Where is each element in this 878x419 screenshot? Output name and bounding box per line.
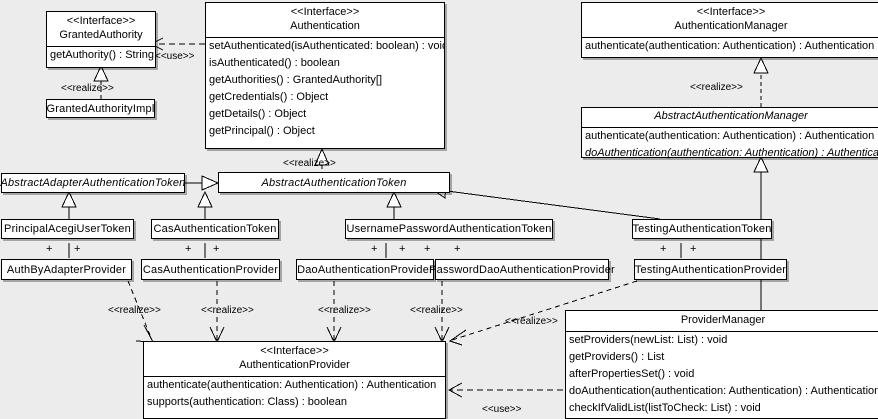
operation: getAuthorities() : GrantedAuthority[] (209, 74, 383, 86)
association-marker: + (213, 243, 220, 255)
operation: getAuthority() : String (50, 49, 154, 61)
stereotype-label: <<Interface>> (696, 6, 766, 18)
class-provider-manager[interactable]: ProviderManager setProviders(newList: Li… (565, 310, 878, 419)
compartment-separator (566, 331, 878, 332)
operation: getProviders() : List (569, 351, 665, 363)
class-name: TestingAuthenticationToken (632, 223, 772, 235)
stereotype-label: <<Interface>> (66, 15, 136, 27)
association-marker: + (690, 243, 697, 255)
operation: setAuthenticated(isAuthenticated: boolea… (209, 40, 444, 52)
label-realize-dao-authentication-provider: <<realize>> (318, 305, 371, 316)
operation: afterPropertiesSet() : void (569, 368, 695, 380)
label-realize-granted-authority-impl: <<realize>> (61, 83, 114, 94)
compartment-separator (582, 37, 878, 38)
class-name: TestingAuthenticationProvider (634, 263, 787, 276)
compartment-separator (47, 46, 155, 47)
stereotype-label: <<Interface>> (260, 345, 329, 357)
class-abstract-authentication-token[interactable]: AbstractAuthenticationToken (218, 172, 450, 193)
class-name: AbstractAuthenticationToken (261, 176, 407, 189)
class-name: GrantedAuthorityImpl (46, 102, 155, 115)
class-name: AuthByAdapterProvider (6, 263, 127, 276)
class-name: GrantedAuthority (59, 29, 143, 41)
class-name: DaoAuthenticationProvider (297, 263, 433, 276)
class-dao-authentication-provider[interactable]: DaoAuthenticationProvider (296, 259, 434, 280)
class-cas-authentication-provider[interactable]: CasAuthenticationProvider (141, 259, 280, 280)
class-granted-authority[interactable]: <<Interface>> GrantedAuthority getAuthor… (46, 11, 156, 68)
operation: authenticate(authentication: Authenticat… (147, 379, 437, 391)
association-marker: + (185, 243, 192, 255)
association-marker: + (399, 243, 406, 255)
operation: authenticate(authentication: Authenticat… (585, 40, 875, 52)
class-header: ProviderManager (566, 311, 878, 331)
class-name: AuthenticationProvider (239, 359, 350, 371)
operation: authenticate(authentication: Authenticat… (585, 130, 875, 142)
class-header: AbstractAuthenticationManager (582, 108, 878, 127)
label-realize-abstract-authentication-manager: <<realize>> (690, 82, 743, 93)
class-password-dao-authentication-provider[interactable]: PasswordDaoAuthenticationProvider (429, 259, 615, 280)
class-name: UsernamePasswordAuthenticationToken (346, 223, 552, 235)
class-name: AbstractAuthenticationManager (654, 110, 808, 122)
class-principal-acegi-user-token[interactable]: PrincipalAcegiUserToken (1, 219, 134, 239)
association-marker: + (46, 243, 53, 255)
label-realize-password-dao-authentication-provider: <<realize>> (410, 305, 463, 316)
label-realize-testing-authentication-provider: <<realize>> (505, 316, 558, 327)
class-username-password-authentication-token[interactable]: UsernamePasswordAuthenticationToken (345, 219, 553, 239)
class-name: CasAuthenticationProvider (142, 263, 279, 276)
operation: doAuthentication(authentication: Authent… (585, 147, 878, 159)
class-abstract-authentication-manager[interactable]: AbstractAuthenticationManager authentica… (581, 107, 878, 159)
label-realize-cas-authentication-provider: <<realize>> (201, 305, 254, 316)
class-header: <<Interface>> Authentication (206, 3, 444, 37)
class-name: ProviderManager (680, 314, 766, 326)
stereotype-label: <<Interface>> (290, 6, 360, 18)
label-realize-auth-by-adapter-provider: <<realize>> (108, 305, 161, 316)
operation: checkIfValidList(listToCheck: List) : vo… (569, 402, 761, 414)
class-granted-authority-impl[interactable]: GrantedAuthorityImpl (46, 99, 155, 118)
class-header: <<Interface>> GrantedAuthority (47, 12, 155, 46)
compartment-separator (582, 127, 878, 128)
operation: getPrincipal() : Object (209, 125, 315, 137)
association-marker: + (371, 243, 378, 255)
class-name: CasAuthenticationToken (153, 223, 277, 235)
compartment-separator (144, 376, 445, 377)
class-testing-authentication-provider[interactable]: TestingAuthenticationProvider (634, 259, 787, 280)
class-name: AbstractAdapterAuthenticationToken (0, 177, 186, 189)
association-marker: + (454, 243, 461, 255)
operations-compartment: setProviders(newList: List) : void getPr… (566, 332, 878, 417)
class-abstract-adapter-authentication-token[interactable]: AbstractAdapterAuthenticationToken (1, 173, 185, 193)
class-header: <<Interface>> AuthenticationProvider (144, 342, 445, 376)
operation: doAuthentication(authentication: Authent… (569, 385, 878, 397)
class-name: PasswordDaoAuthenticationProvider (429, 263, 615, 276)
operation: setProviders(newList: List) : void (569, 334, 728, 346)
operation: supports(authentication: Class) : boolea… (147, 396, 347, 408)
class-auth-by-adapter-provider[interactable]: AuthByAdapterProvider (1, 259, 132, 280)
operations-compartment: authenticate(authentication: Authenticat… (582, 38, 878, 55)
label-use-authentication-granted-authority: <<use>> (155, 51, 195, 62)
class-name: AuthenticationManager (674, 20, 788, 32)
class-header: <<Interface>> AuthenticationManager (582, 3, 878, 37)
label-realize-abstract-authentication-token: <<realize>> (283, 158, 336, 169)
association-marker: + (74, 243, 81, 255)
class-authentication[interactable]: <<Interface>> Authentication setAuthenti… (205, 2, 445, 149)
label-use-provider-manager: <<use>> (482, 404, 522, 415)
association-marker: + (660, 243, 667, 255)
operation: getDetails() : Object (209, 108, 307, 120)
operations-compartment: getAuthority() : String (47, 47, 155, 64)
association-marker: + (424, 243, 431, 255)
operations-compartment: setAuthenticated(isAuthenticated: boolea… (206, 38, 444, 140)
class-authentication-manager[interactable]: <<Interface>> AuthenticationManager auth… (581, 2, 878, 58)
class-cas-authentication-token[interactable]: CasAuthenticationToken (151, 219, 279, 239)
operations-compartment: authenticate(authentication: Authenticat… (144, 377, 445, 411)
operations-compartment: authenticate(authentication: Authenticat… (582, 128, 878, 162)
class-name: PrincipalAcegiUserToken (4, 223, 131, 235)
class-authentication-provider[interactable]: <<Interface>> AuthenticationProvider aut… (143, 341, 446, 419)
class-testing-authentication-token[interactable]: TestingAuthenticationToken (632, 219, 772, 239)
compartment-separator (206, 37, 444, 38)
operation: getCredentials() : Object (209, 91, 329, 103)
operation: isAuthenticated() : boolean (209, 57, 340, 69)
class-name: Authentication (290, 20, 360, 32)
